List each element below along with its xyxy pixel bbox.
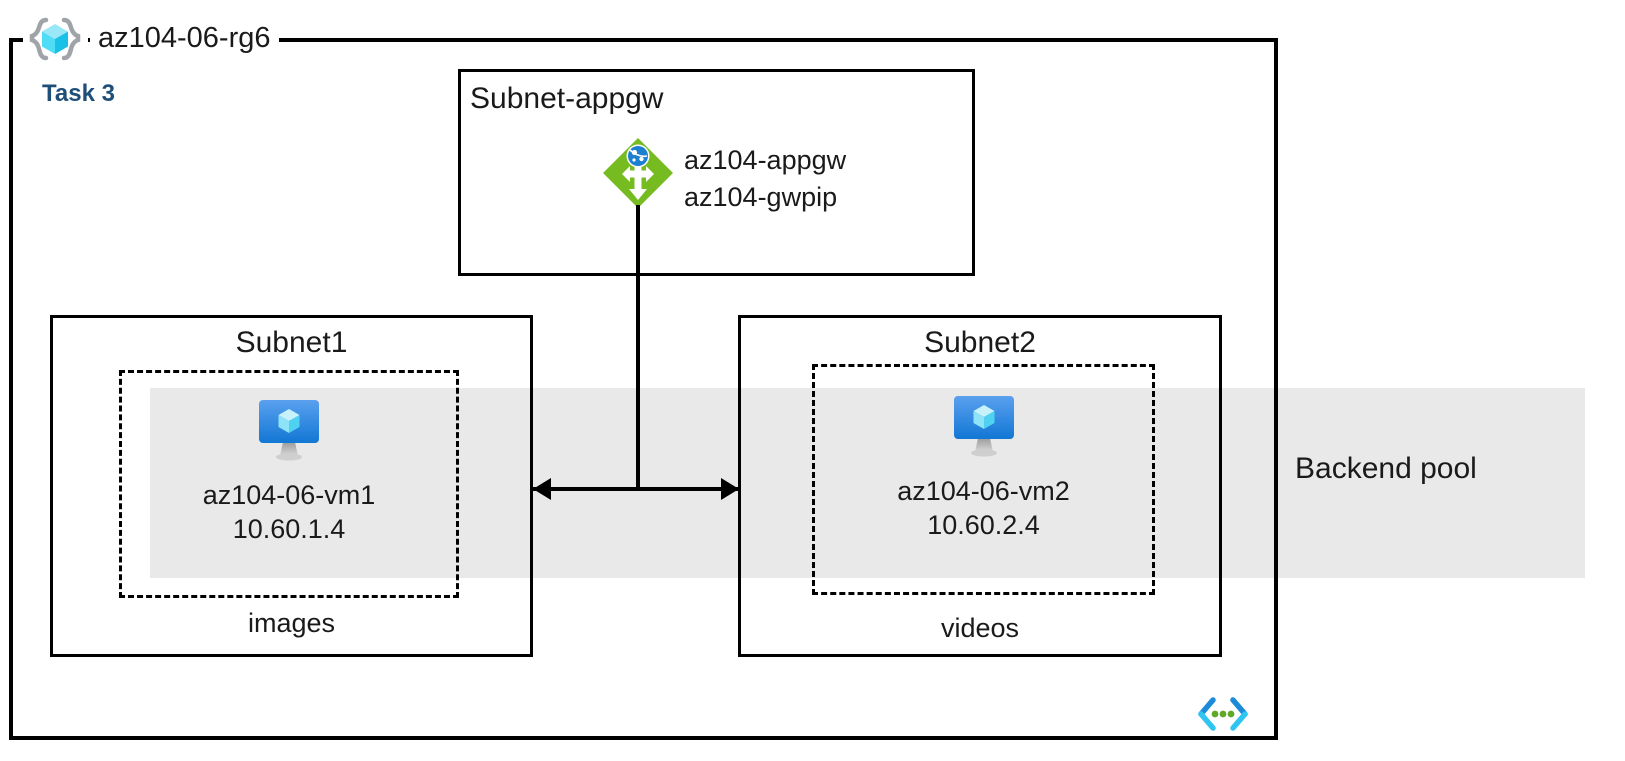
subnet2-box — [738, 315, 1222, 657]
backend-pool-band — [150, 388, 1585, 578]
resource-group-border-left — [9, 38, 13, 740]
resource-group-border-right — [1274, 38, 1278, 740]
subnet1-title: Subnet1 — [235, 326, 348, 359]
subnet1-vm-name: az104-06-vm1 — [202, 480, 376, 510]
resource-group-border-bottom — [9, 736, 1278, 740]
backend-pool-label: Backend pool — [1295, 452, 1477, 485]
subnet2-vm-ip: 10.60.2.4 — [927, 510, 1040, 540]
subnet-appgw-box — [458, 69, 975, 276]
resource-group-icon — [24, 8, 86, 70]
arrow-head-right — [721, 478, 739, 500]
virtual-machine-icon — [259, 400, 319, 461]
resource-group-border-top-left — [9, 38, 23, 42]
subnet1-vm-group: az104-06-vm1 10.60.1.4 — [119, 396, 459, 546]
subnet2-title: Subnet2 — [924, 326, 1036, 359]
virtual-machine-icon — [953, 396, 1014, 457]
subnet1-vm-ip: 10.60.1.4 — [232, 514, 346, 544]
subnet2-vm-dashed-boundary — [812, 364, 1155, 595]
task-label: Task 3 — [42, 80, 115, 107]
subnet1-vm-dashed-boundary — [119, 370, 459, 598]
resource-group-border-top — [88, 38, 1278, 42]
code-brackets-icon — [1196, 694, 1250, 734]
subnet1-footer-label: images — [247, 608, 336, 638]
subnet1-box — [50, 315, 533, 657]
subnet2-vm-group: az104-06-vm2 10.60.2.4 — [812, 392, 1155, 542]
appgw-resource-name: az104-appgw — [684, 145, 847, 175]
resource-group-name: az104-06-rg6 — [90, 10, 279, 66]
application-gateway-icon — [601, 136, 675, 210]
arrow-head-left — [533, 478, 551, 500]
application-gateway-labels: az104-appgw az104-gwpip — [684, 142, 846, 216]
connector-subnets-horizontal — [533, 487, 739, 491]
subnet2-vm-name: az104-06-vm2 — [897, 476, 1070, 506]
subnet2-footer-label: videos — [940, 613, 1020, 643]
subnet-appgw-title: Subnet-appgw — [470, 82, 664, 115]
appgw-publicip-name: az104-gwpip — [684, 182, 838, 212]
connector-appgw-vertical — [636, 205, 640, 490]
